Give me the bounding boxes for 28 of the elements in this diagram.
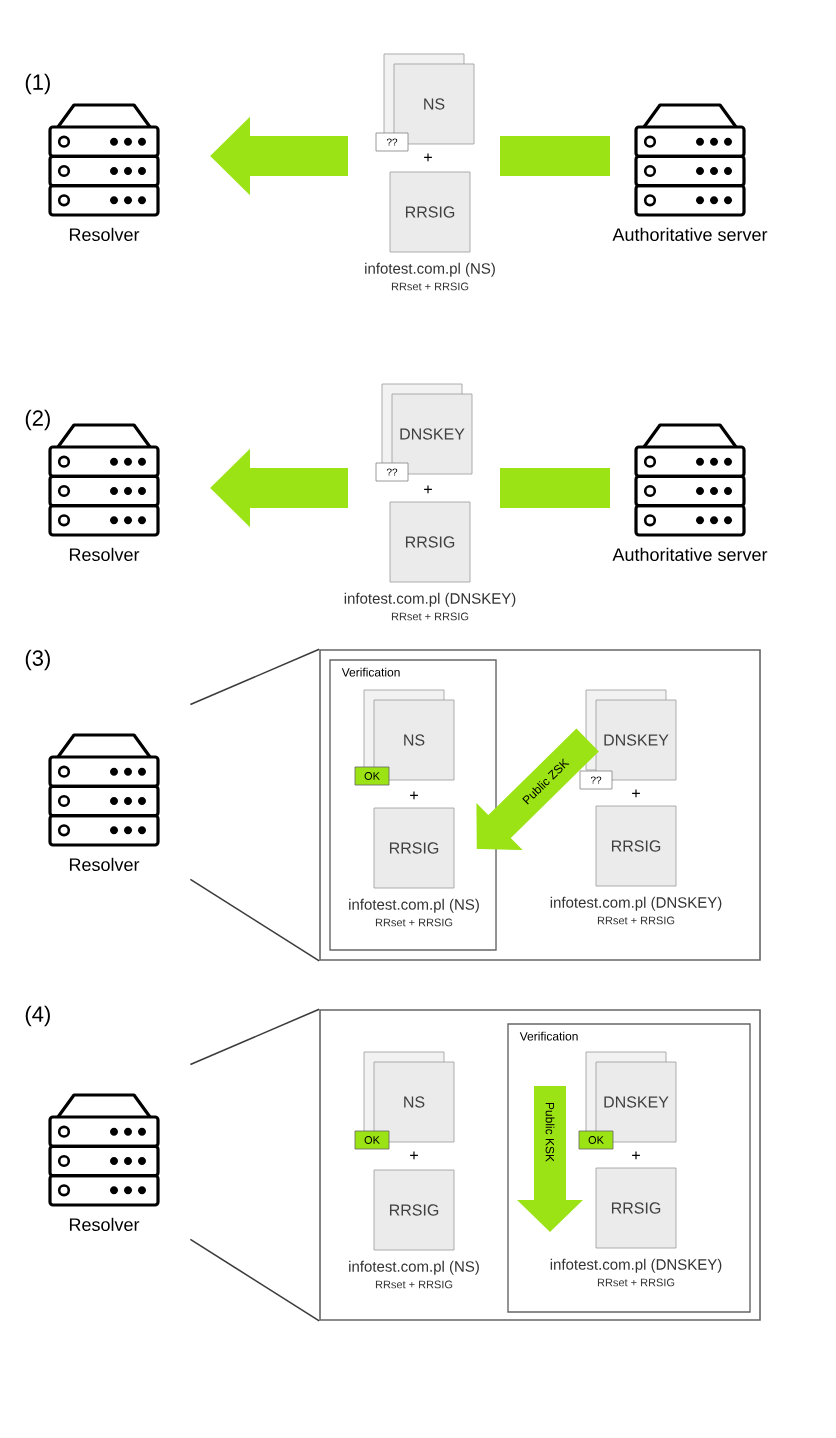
zoom-line (189, 1008, 320, 1066)
zoom-line (189, 1238, 320, 1322)
plus-sign: + (410, 1151, 418, 1160)
record-card: RRSIG (389, 171, 471, 253)
server-label: Authoritative server (612, 547, 768, 562)
plus-sign: + (424, 485, 432, 494)
server-label: Resolver (69, 857, 140, 872)
plus-sign: + (424, 153, 432, 162)
record-card: RRSIG (373, 1169, 455, 1251)
plus-sign: + (410, 791, 418, 800)
plus-sign: + (632, 1151, 640, 1160)
record-card: RRSIG (595, 805, 677, 887)
zoom-panel (319, 1009, 761, 1321)
record-card: RRSIG (595, 1167, 677, 1249)
plus-sign: + (632, 789, 640, 798)
server-label: Resolver (69, 1217, 140, 1232)
server-label: Resolver (69, 227, 140, 242)
zoom-panel (319, 649, 761, 961)
server-label: Authoritative server (612, 227, 768, 242)
zoom-line (189, 878, 320, 962)
zoom-line (189, 648, 320, 706)
record-card: RRSIG (373, 807, 455, 889)
record-card: RRSIG (389, 501, 471, 583)
server-label: Resolver (69, 547, 140, 562)
step-number: (1) (25, 73, 50, 95)
step-number: (4) (25, 1005, 50, 1027)
step-number: (3) (25, 649, 50, 671)
step-number: (2) (25, 409, 50, 431)
